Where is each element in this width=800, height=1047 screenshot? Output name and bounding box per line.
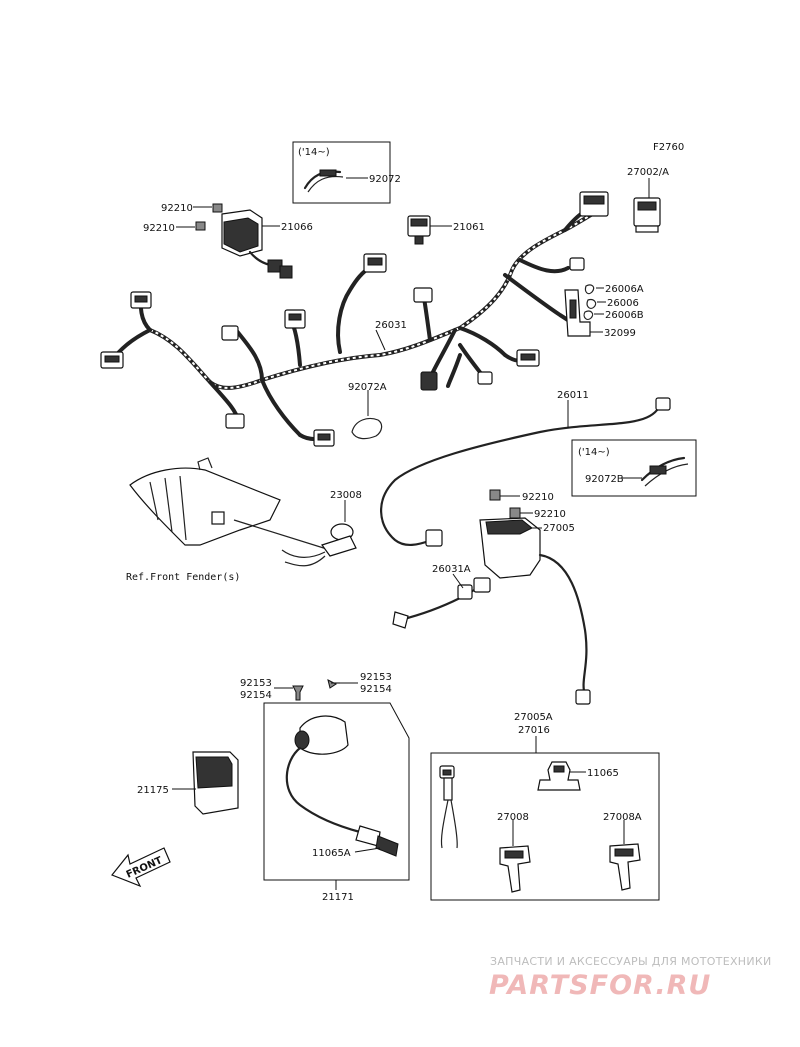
label-92153-a: 92153 bbox=[240, 678, 272, 689]
label-26006: 26006 bbox=[607, 298, 639, 309]
label-27005A: 27005A bbox=[514, 712, 553, 723]
label-32099: 32099 bbox=[604, 328, 636, 339]
igniter-21175 bbox=[192, 751, 239, 815]
label-21171: 21171 bbox=[322, 892, 354, 903]
label-92210-d: 92210 bbox=[534, 509, 566, 520]
key-set-box bbox=[430, 752, 660, 901]
label-92072A: 92072A bbox=[348, 382, 387, 393]
label-92072B-year: ('14~) bbox=[578, 447, 610, 458]
nut-92210 bbox=[195, 203, 223, 231]
relay-21061 bbox=[407, 215, 431, 245]
label-92210-a: 92210 bbox=[161, 203, 193, 214]
label-92072B: 92072B bbox=[585, 474, 624, 485]
watermark-tagline: ЗАПЧАСТИ И АКСЕССУАРЫ ДЛЯ МОТОТЕХНИКИ bbox=[490, 955, 772, 968]
label-27008: 27008 bbox=[497, 812, 529, 823]
harness-26031A bbox=[392, 577, 491, 629]
label-92210-b: 92210 bbox=[143, 223, 175, 234]
relay-27002A bbox=[633, 178, 661, 233]
front-fender-ref bbox=[129, 457, 281, 546]
label-27008A: 27008A bbox=[603, 812, 642, 823]
switch-cylinder bbox=[439, 765, 458, 849]
label-92072-year: ('14~) bbox=[298, 147, 330, 158]
regulator-21066 bbox=[221, 209, 293, 279]
label-92210-c: 92210 bbox=[522, 492, 554, 503]
label-21175: 21175 bbox=[137, 785, 169, 796]
socket-23008 bbox=[233, 519, 357, 567]
label-11065: 11065 bbox=[587, 768, 619, 779]
label-26011: 26011 bbox=[557, 390, 589, 401]
screw-92153 bbox=[292, 679, 340, 701]
label-27005: 27005 bbox=[543, 523, 575, 534]
ignition-switch-27005 bbox=[479, 517, 591, 705]
label-ref-front-fender: Ref.Front Fender(s) bbox=[126, 572, 240, 583]
label-26031A: 26031A bbox=[432, 564, 471, 575]
label-11065A: 11065A bbox=[312, 848, 351, 859]
label-92072: 92072 bbox=[369, 174, 401, 185]
main-harness-26031 bbox=[100, 191, 609, 447]
harness-26011 bbox=[380, 397, 671, 547]
terminal-26006 bbox=[564, 284, 597, 337]
label-27002A: 27002/A bbox=[627, 167, 669, 178]
cap-11065 bbox=[537, 761, 581, 791]
label-26031: 26031 bbox=[375, 320, 407, 331]
nut-92210-b bbox=[489, 489, 521, 519]
band-92072-box bbox=[292, 141, 391, 204]
front-arrow-icon bbox=[111, 847, 171, 888]
label-92153-b: 92153 bbox=[360, 672, 392, 683]
label-26006B: 26006B bbox=[605, 310, 644, 321]
ignition-coil-21171-box bbox=[263, 702, 410, 881]
label-23008: 23008 bbox=[330, 490, 362, 501]
label-26006A: 26006A bbox=[605, 284, 644, 295]
key-27008 bbox=[499, 845, 531, 893]
label-92154-a: 92154 bbox=[240, 690, 272, 701]
label-92154-b: 92154 bbox=[360, 684, 392, 695]
label-21061: 21061 bbox=[453, 222, 485, 233]
figure-code: F2760 bbox=[653, 142, 684, 153]
label-21066: 21066 bbox=[281, 222, 313, 233]
band-92072A bbox=[351, 417, 383, 440]
key-27008A bbox=[609, 843, 641, 891]
band-92072B-box bbox=[571, 439, 697, 497]
label-27016: 27016 bbox=[518, 725, 550, 736]
watermark-brand: PARTSFOR.RU bbox=[489, 970, 711, 1001]
